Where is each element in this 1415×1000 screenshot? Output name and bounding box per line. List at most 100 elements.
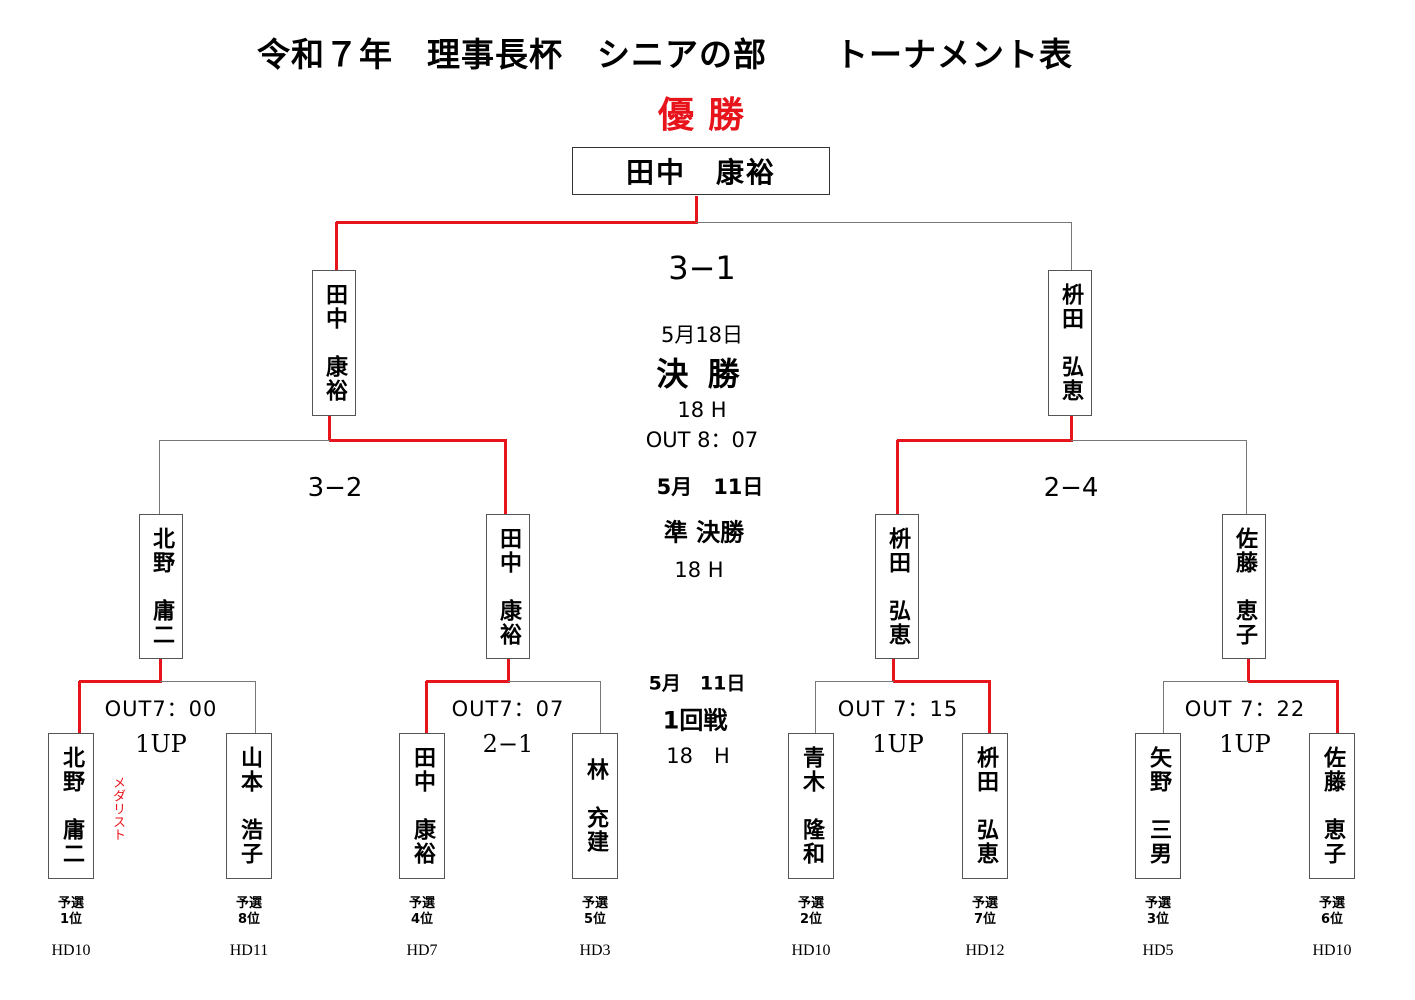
semi-winner-line bbox=[895, 440, 899, 514]
page-title: 令和７年 理事長杯 シニアの部 トーナメント表 bbox=[257, 35, 1073, 74]
bracket-line bbox=[1162, 681, 1164, 733]
handicap: HD7 bbox=[406, 942, 438, 959]
final-winner-line bbox=[336, 220, 698, 224]
final-tee: OUT 8：07 bbox=[645, 428, 759, 452]
handicap: HD3 bbox=[579, 942, 611, 959]
bracket-line bbox=[815, 680, 894, 682]
player-name: 青木 隆和 bbox=[799, 746, 824, 866]
player-name: 北野 庸二 bbox=[149, 526, 174, 647]
match-result: 1UP bbox=[1219, 730, 1271, 758]
semi-winner-line bbox=[329, 438, 507, 442]
player-name: 佐藤 恵子 bbox=[1320, 746, 1345, 866]
rank-value: 1位 bbox=[59, 912, 83, 927]
r1-winner-line bbox=[1248, 679, 1339, 683]
handicap: HD12 bbox=[965, 942, 1005, 959]
final-winner-line bbox=[694, 196, 698, 222]
rank-value: 7位 bbox=[973, 912, 997, 927]
match-tee-time: OUT7：07 bbox=[451, 697, 565, 721]
rank-label: 予選 bbox=[235, 896, 263, 911]
r1-winner-line bbox=[1335, 681, 1339, 733]
r1-winner-line bbox=[426, 679, 510, 683]
match-tee-time: OUT 7：22 bbox=[1184, 697, 1306, 721]
r1-winner-line bbox=[893, 679, 991, 683]
r1-player-box: 矢野 三男 bbox=[1135, 733, 1181, 879]
match-tee-time: OUT 7：15 bbox=[837, 697, 959, 721]
final-score: 3−1 bbox=[668, 249, 736, 287]
semi-player-box: 枡田 弘恵 bbox=[875, 514, 919, 659]
match-result: 1UP bbox=[872, 730, 924, 758]
r1-date: 5月 11日 bbox=[648, 672, 746, 695]
champion-box: 田中 康裕 bbox=[572, 147, 830, 195]
bracket-line bbox=[508, 680, 601, 682]
semi-winner-line bbox=[503, 440, 507, 514]
r1-winner-line bbox=[987, 681, 991, 733]
match-tee-time: OUT7：00 bbox=[104, 697, 218, 721]
semi-winner-line bbox=[1069, 415, 1073, 440]
bracket-line bbox=[254, 681, 256, 733]
player-name: 枡田 弘恵 bbox=[885, 526, 910, 647]
handicap: HD10 bbox=[51, 942, 91, 959]
rank-value: 2位 bbox=[799, 912, 823, 927]
semi-holes: 18 H bbox=[674, 558, 724, 582]
bracket-line bbox=[160, 680, 256, 682]
final-winner-line bbox=[334, 222, 338, 270]
final-holes: 18 H bbox=[677, 398, 727, 422]
player-name: 矢野 三男 bbox=[1146, 746, 1171, 866]
semi-winner-line bbox=[897, 438, 1073, 442]
rank-value: 4位 bbox=[410, 912, 434, 927]
player-name: 枡田 弘恵 bbox=[1058, 283, 1083, 403]
r1-player-box: 山本 浩子 bbox=[226, 733, 272, 879]
rank-label: 予選 bbox=[57, 896, 85, 911]
player-name: 林 充建 bbox=[583, 758, 608, 854]
semi-player-box: 田中 康裕 bbox=[486, 514, 530, 659]
handicap: HD10 bbox=[1312, 942, 1352, 959]
semi-score-right: 2−4 bbox=[1043, 473, 1099, 503]
r1-winner-line bbox=[1246, 658, 1250, 681]
final-round: 決 勝 bbox=[656, 355, 744, 393]
winner-label: 優勝 bbox=[657, 95, 759, 136]
handicap: HD10 bbox=[791, 942, 831, 959]
medalist-note: メダリスト bbox=[110, 776, 125, 841]
r1-player-box: 田中 康裕 bbox=[399, 733, 445, 879]
player-name: 北野 庸二 bbox=[59, 746, 84, 866]
bracket-line bbox=[1070, 222, 1072, 270]
rank-value: 3位 bbox=[1146, 912, 1170, 927]
semi-player-box: 佐藤 恵子 bbox=[1222, 514, 1266, 659]
rank-label: 予選 bbox=[1144, 896, 1172, 911]
semi-winner-line bbox=[327, 415, 331, 440]
player-name: 枡田 弘恵 bbox=[973, 746, 998, 866]
bracket-line bbox=[599, 681, 601, 733]
match-result: 1UP bbox=[135, 730, 187, 758]
r1-player-box: 枡田 弘恵 bbox=[962, 733, 1008, 879]
bracket-line bbox=[814, 681, 816, 733]
rank-value: 5位 bbox=[583, 912, 607, 927]
player-name: 山本 浩子 bbox=[237, 746, 262, 866]
rank-label: 予選 bbox=[408, 896, 436, 911]
bracket-line bbox=[159, 439, 330, 441]
r1-winner-line bbox=[77, 681, 81, 733]
bracket-line bbox=[1163, 680, 1249, 682]
rank-value: 8位 bbox=[237, 912, 261, 927]
match-result: 2−1 bbox=[482, 730, 534, 758]
r1-winner-line bbox=[891, 658, 895, 681]
player-name: 田中 康裕 bbox=[410, 746, 435, 866]
handicap: HD11 bbox=[229, 942, 269, 959]
r1-round: 1回戦 bbox=[662, 706, 728, 735]
champion-name: 田中 康裕 bbox=[625, 156, 776, 189]
rank-label: 予選 bbox=[1318, 896, 1346, 911]
semi-round: 準 決勝 bbox=[663, 518, 745, 547]
rank-label: 予選 bbox=[581, 896, 609, 911]
semi-player-box: 北野 庸二 bbox=[139, 514, 183, 659]
final-player-box: 枡田 弘恵 bbox=[1048, 270, 1092, 416]
player-name: 田中 康裕 bbox=[496, 526, 521, 647]
r1-winner-line bbox=[506, 658, 510, 681]
semi-date: 5月 11日 bbox=[656, 475, 764, 499]
r1-player-box: 青木 隆和 bbox=[788, 733, 834, 879]
